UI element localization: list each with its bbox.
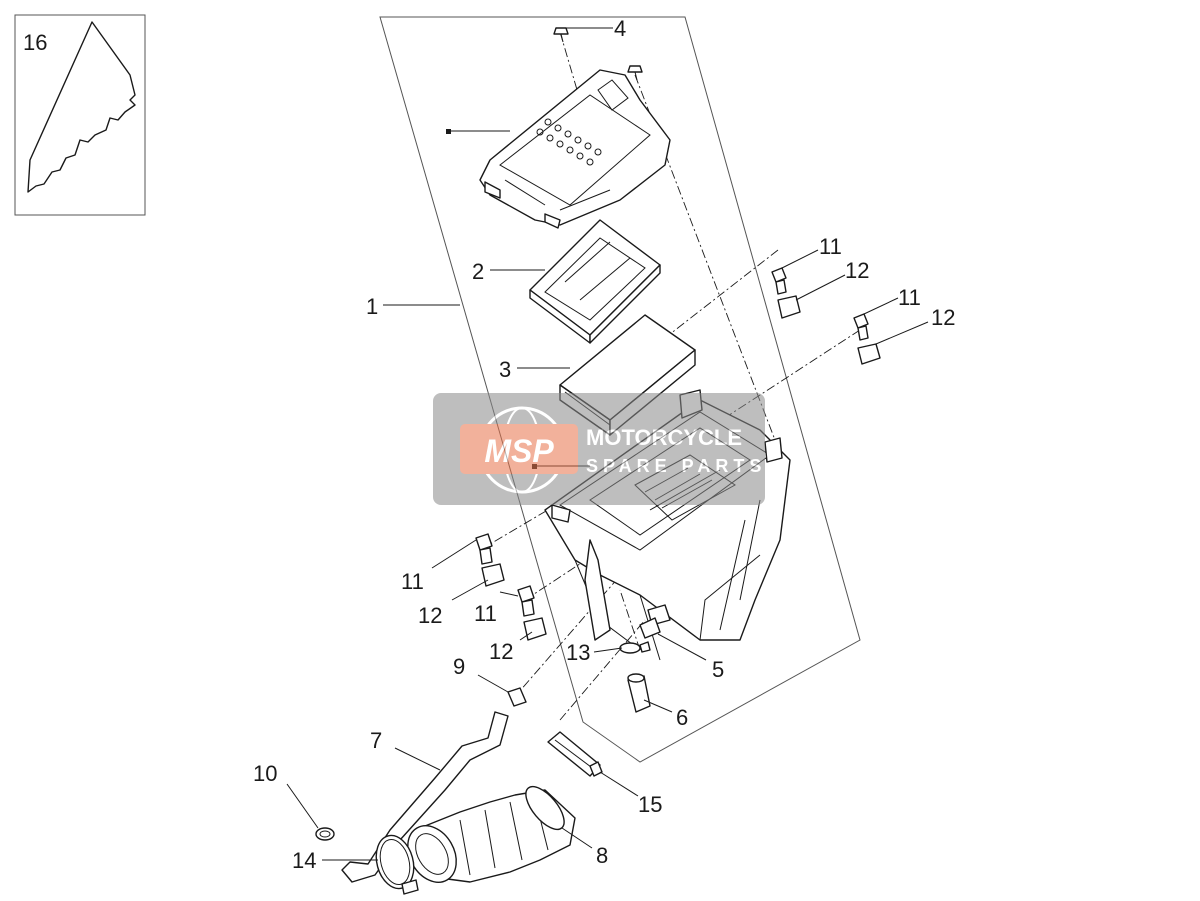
watermark-line1: MOTORCYCLE <box>586 425 742 450</box>
callout-7[interactable]: 7 <box>370 728 382 753</box>
breather-tube-part-7[interactable] <box>341 711 509 883</box>
watermark-logo-badge <box>460 424 578 474</box>
inset-frame <box>14 14 146 216</box>
callout-12a[interactable]: 12 <box>845 258 869 283</box>
cover-label-grid <box>536 118 602 166</box>
callouts: 1 2 3 4 5 6 7 8 9 10 11 12 11 12 11 12 1… <box>23 16 955 873</box>
drain-plug-part-6[interactable] <box>627 673 651 713</box>
callout-1[interactable]: 1 <box>366 294 378 319</box>
callout-13[interactable]: 13 <box>566 640 590 665</box>
filter-sheet-part-16[interactable] <box>27 21 136 193</box>
callout-10[interactable]: 10 <box>253 761 277 786</box>
seal-ring-part-15[interactable] <box>547 731 603 777</box>
callout-12c[interactable]: 12 <box>418 603 442 628</box>
watermark-logo: MSP <box>484 433 554 469</box>
clamp-part-14[interactable] <box>371 831 420 895</box>
callout-3[interactable]: 3 <box>499 357 511 382</box>
screw-part-4[interactable] <box>553 27 643 81</box>
watermark: MSP MOTORCYCLE SPARE PARTS <box>433 393 766 505</box>
assembly-frame-part-1 <box>379 16 861 763</box>
callout-2[interactable]: 2 <box>472 259 484 284</box>
callout-5[interactable]: 5 <box>712 657 724 682</box>
callout-8[interactable]: 8 <box>596 843 608 868</box>
callout-11c[interactable]: 11 <box>401 569 424 594</box>
airbox-cover[interactable] <box>479 69 671 229</box>
callout-15[interactable]: 15 <box>638 792 662 817</box>
callout-6[interactable]: 6 <box>676 705 688 730</box>
callout-14[interactable]: 14 <box>292 848 316 873</box>
clamp-part-13[interactable] <box>619 641 651 654</box>
callout-11a[interactable]: 11 <box>819 234 842 259</box>
callout-12b[interactable]: 12 <box>931 305 955 330</box>
callout-16[interactable]: 16 <box>23 30 47 55</box>
fasteners-right[interactable] <box>771 267 881 365</box>
hose-piece-part-5[interactable] <box>639 617 661 639</box>
watermark-line2: SPARE PARTS <box>586 456 766 476</box>
filter-frame-part-2[interactable] <box>529 219 661 344</box>
fasteners-left[interactable] <box>475 533 547 641</box>
intake-duct-part-8[interactable] <box>398 780 576 891</box>
callout-4[interactable]: 4 <box>614 16 626 41</box>
callout-9[interactable]: 9 <box>453 654 465 679</box>
clip-part-10[interactable] <box>315 827 335 841</box>
callout-11d[interactable]: 11 <box>474 601 497 626</box>
watermark-panel <box>433 393 765 505</box>
callout-12d[interactable]: 12 <box>489 639 513 664</box>
callout-11b[interactable]: 11 <box>898 285 921 310</box>
inset-part-16[interactable] <box>14 14 146 216</box>
connector-part-9[interactable] <box>507 687 527 707</box>
